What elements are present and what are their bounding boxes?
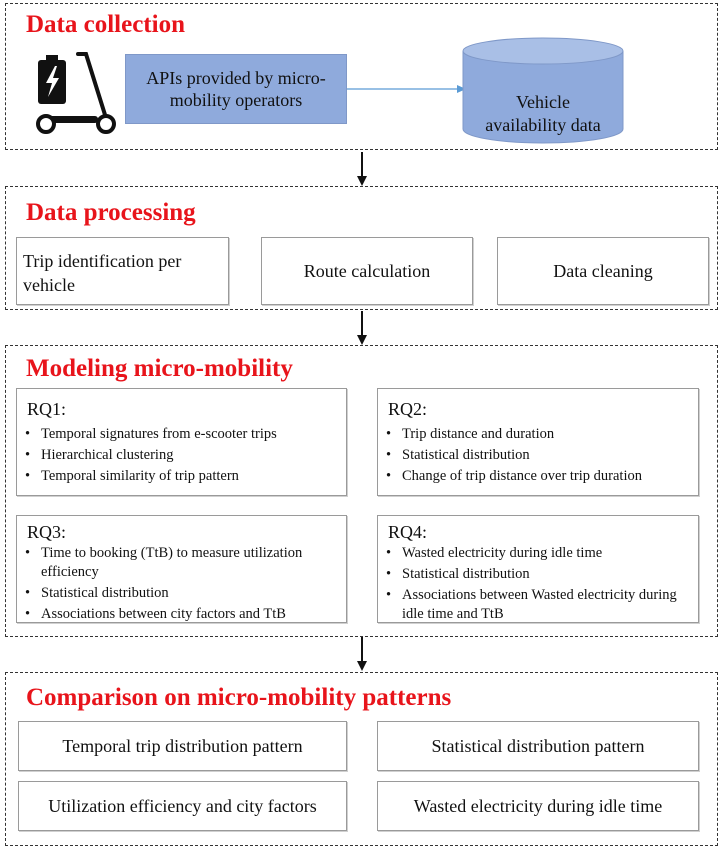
list-item: Time to booking (TtB) to measure utiliza… xyxy=(25,544,340,582)
comparison-box-statistical: Statistical distribution pattern xyxy=(377,721,699,771)
rq3-list: Time to booking (TtB) to measure utiliza… xyxy=(25,544,340,626)
list-item: Statistical distribution xyxy=(25,584,340,603)
api-box: APIs provided by micro-mobility operator… xyxy=(125,54,347,124)
list-item: Hierarchical clustering xyxy=(25,446,277,465)
section-title-data-processing: Data processing xyxy=(26,199,196,226)
list-item: Temporal similarity of trip pattern xyxy=(25,467,277,486)
list-item: Associations between Wasted electricity … xyxy=(386,586,686,624)
database-cylinder-icon xyxy=(462,37,624,144)
rq4-list: Wasted electricity during idle time Stat… xyxy=(386,544,686,626)
rq2-title: RQ2: xyxy=(388,399,428,419)
list-item: Associations between city factors and Tt… xyxy=(25,605,340,624)
rq3-box: RQ3: Time to booking (TtB) to measure ut… xyxy=(16,515,347,626)
comparison-section: Comparison on micro-mobility patterns Te… xyxy=(5,672,718,846)
list-item: Statistical distribution xyxy=(386,446,642,465)
processing-box-data-cleaning: Data cleaning xyxy=(497,237,709,305)
comparison-box-label: Wasted electricity during idle time xyxy=(413,795,663,816)
flow-arrow-2 xyxy=(357,311,367,345)
rq1-list: Temporal signatures from e-scooter trips… xyxy=(25,425,277,488)
data-collection-section: Data collection APIs provided by micro-m… xyxy=(5,3,718,150)
flow-arrow-3 xyxy=(357,637,367,671)
section-title-comparison: Comparison on micro-mobility patterns xyxy=(26,684,452,711)
list-item: Change of trip distance over trip durati… xyxy=(386,467,642,486)
rq3-title: RQ3: xyxy=(27,522,67,542)
rq2-list: Trip distance and duration Statistical d… xyxy=(386,425,642,488)
section-title-data-collection: Data collection xyxy=(26,11,185,38)
rq1-box: RQ1: Temporal signatures from e-scooter … xyxy=(16,388,347,496)
section-title-modeling: Modeling micro-mobility xyxy=(26,355,293,382)
comparison-box-temporal: Temporal trip distribution pattern xyxy=(18,721,347,771)
api-box-label: APIs provided by micro-mobility operator… xyxy=(146,68,326,110)
api-to-db-arrow xyxy=(347,85,466,93)
list-item: Wasted electricity during idle time xyxy=(386,544,686,563)
processing-box-route-calculation: Route calculation xyxy=(261,237,473,305)
comparison-box-utilization: Utilization efficiency and city factors xyxy=(18,781,347,831)
comparison-box-label: Statistical distribution pattern xyxy=(431,735,645,756)
list-item: Statistical distribution xyxy=(386,565,686,584)
modeling-section: Modeling micro-mobility RQ1: Temporal si… xyxy=(5,345,718,637)
processing-box-trip-identification: Trip identification per vehicle xyxy=(16,237,229,305)
lightning-icon xyxy=(46,66,59,97)
comparison-box-label: Utilization efficiency and city factors xyxy=(48,795,317,816)
flow-arrow-1 xyxy=(357,152,367,186)
comparison-box-label: Temporal trip distribution pattern xyxy=(62,735,303,756)
e-scooter-icon xyxy=(36,52,116,134)
rq2-box: RQ2: Trip distance and duration Statisti… xyxy=(377,388,699,496)
list-item: Temporal signatures from e-scooter trips xyxy=(25,425,277,444)
rq1-title: RQ1: xyxy=(27,399,67,419)
list-item: Trip distance and duration xyxy=(386,425,642,444)
db-label-line1: Vehicle xyxy=(516,92,570,112)
rq4-box: RQ4: Wasted electricity during idle time… xyxy=(377,515,699,623)
processing-box-label: Route calculation xyxy=(303,260,431,281)
data-processing-section: Data processing Trip identification per … xyxy=(5,186,718,310)
db-label-line2: availability data xyxy=(485,115,601,135)
rq4-title: RQ4: xyxy=(388,522,428,542)
processing-box-label: Trip identification per vehicle xyxy=(23,251,182,295)
comparison-box-wasted-electricity: Wasted electricity during idle time xyxy=(377,781,699,831)
processing-box-label: Data cleaning xyxy=(553,260,653,281)
